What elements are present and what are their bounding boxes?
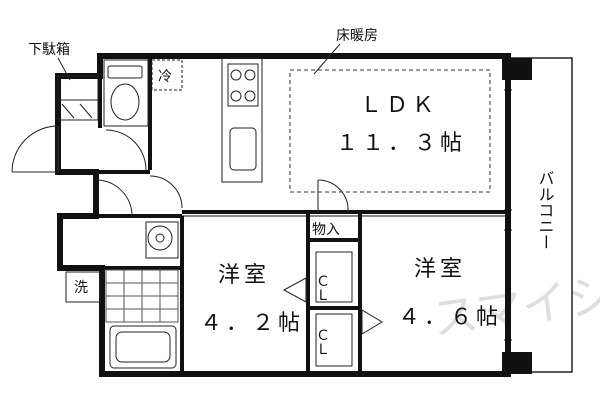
interior-walls	[96, 56, 508, 374]
ldk-name: ＬＤＫ	[360, 93, 438, 118]
room2-size: ４．６帖	[398, 305, 502, 330]
closet-2-label: ＣＬ	[314, 328, 330, 356]
laundry-space	[65, 271, 101, 303]
toilet-door-swing	[105, 129, 147, 171]
laundry-label: 洗	[74, 280, 88, 296]
shoe-box-leader	[57, 57, 71, 81]
bathtub-outer	[109, 325, 177, 369]
floor-heating-leader	[313, 43, 341, 75]
shoe-box-label: 下駄箱	[28, 42, 70, 58]
closet-2-opening-icon	[361, 309, 383, 335]
toilet-icon	[110, 83, 140, 121]
floor-heating-label: 床暖房	[336, 28, 378, 44]
wash-basin-icon	[147, 225, 173, 251]
fridge-space	[151, 59, 183, 91]
hall-door-swing	[149, 175, 183, 209]
wash-door-swing	[95, 179, 133, 217]
room2-name: 洋室	[414, 257, 466, 282]
room1-size: ４．２帖	[200, 311, 304, 336]
bathtub-icon	[115, 331, 171, 363]
fridge-label: 冷	[158, 69, 172, 85]
storage-door-swing	[317, 179, 349, 213]
ldk-size: １１．３帖	[336, 131, 466, 156]
wash-basin-counter	[145, 221, 179, 259]
kitchen-counter	[221, 57, 263, 183]
closet-2	[315, 313, 353, 367]
toilet-room	[103, 59, 149, 127]
stove-icon	[227, 63, 259, 107]
storage-label: 物入	[312, 222, 340, 238]
shoe-box	[57, 75, 99, 121]
closet-1	[315, 251, 353, 303]
closet-1-label: ＣＬ	[314, 274, 330, 302]
balcony-label: バルコニー	[536, 170, 555, 250]
floor-heating-area	[289, 69, 491, 193]
closet-1-opening-icon	[282, 277, 307, 303]
room1-name: 洋室	[218, 263, 270, 288]
entrance-door-swing	[11, 125, 59, 173]
bathroom-tiles	[106, 270, 178, 322]
toilet-tank	[107, 65, 143, 79]
burner-icons	[230, 69, 256, 102]
sink-icon	[229, 127, 257, 171]
